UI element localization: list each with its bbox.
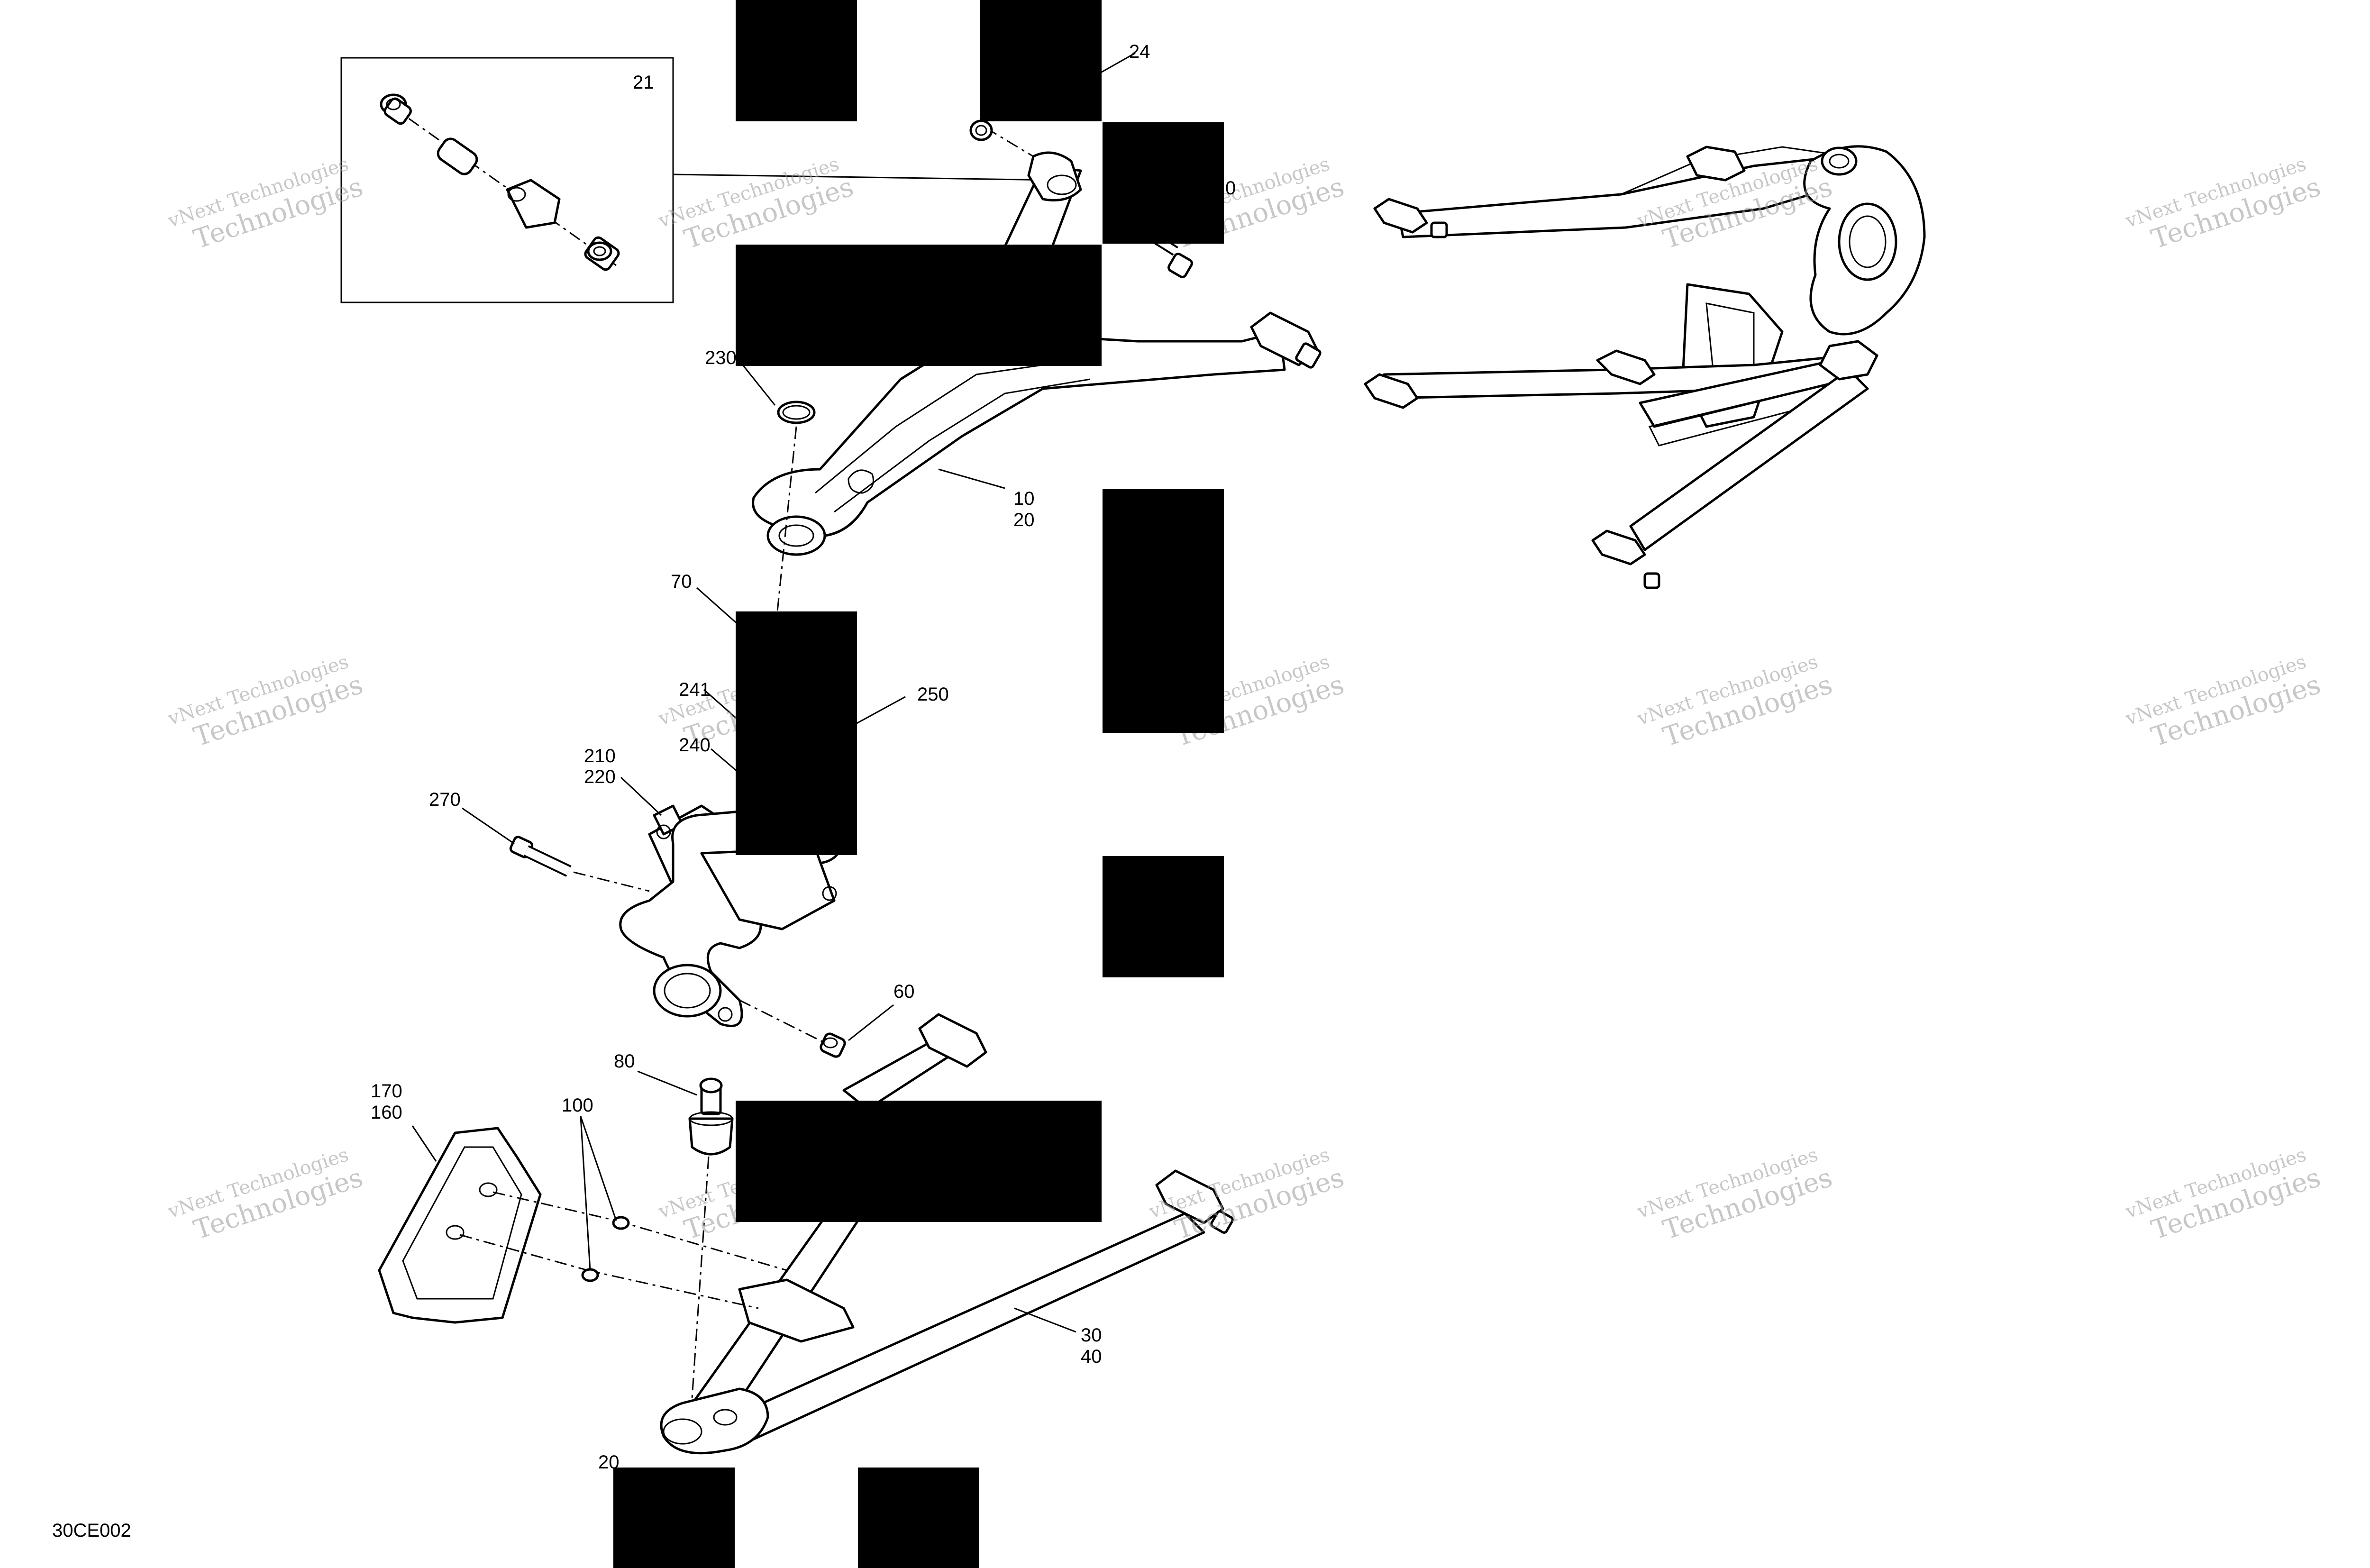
- redaction-block: [736, 245, 1102, 366]
- redaction-blocks: [613, 0, 1224, 1568]
- watermark: vNext Technologies Technologies: [2123, 153, 2324, 255]
- watermark: vNext Technologies Technologies: [2123, 1144, 2324, 1246]
- bolt-270-icon: [509, 836, 572, 877]
- bushing-icon: [380, 93, 412, 125]
- detail-inset-21: [340, 57, 1057, 303]
- skid-plate: [378, 1127, 787, 1324]
- bushing-24-icon: [969, 119, 993, 141]
- inset-axis: [388, 103, 617, 266]
- callout-30: 30: [1081, 1325, 1102, 1346]
- redaction-block: [980, 0, 1102, 121]
- redaction-block: [613, 1468, 735, 1568]
- spacer-icon: [506, 179, 561, 229]
- watermark: vNext Technologies Technologies: [165, 651, 366, 753]
- leader-lines: [411, 52, 1136, 1333]
- diagram-code: 30CE002: [52, 1520, 131, 1541]
- sleeve-icon: [437, 137, 478, 175]
- watermarks: vNext Technologies Technologies vNext Te…: [165, 153, 2324, 1246]
- callout-70: 70: [671, 571, 692, 592]
- callout-240: 240: [679, 735, 711, 756]
- inset-leader: [673, 173, 1057, 181]
- watermark: vNext Technologies Technologies: [2123, 651, 2324, 753]
- callout-40: 40: [1081, 1346, 1102, 1367]
- redaction-block: [1103, 122, 1224, 244]
- callout-100: 100: [562, 1095, 593, 1116]
- callout-210: 210: [584, 746, 616, 766]
- watermark: vNext Technologies Technologies: [165, 1144, 366, 1246]
- callout-24: 24: [1129, 41, 1150, 62]
- callout-10: 10: [1013, 488, 1035, 509]
- redaction-block: [736, 611, 857, 855]
- callout-230: 230: [705, 347, 737, 368]
- redaction-block: [736, 1101, 1102, 1222]
- watermark: vNext Technologies Technologies: [656, 153, 857, 255]
- bushing-icon: [584, 236, 620, 271]
- bushing-axis: [985, 127, 1034, 157]
- callout-220: 220: [584, 766, 616, 787]
- rear-pivot-housing: [1155, 1169, 1224, 1224]
- front-pivot-housing: [918, 1013, 987, 1068]
- a-arm-body: [752, 330, 1286, 538]
- callout-0: 0: [1225, 178, 1236, 199]
- hub-bore: [653, 964, 722, 1018]
- callout-20-bottom: 20: [598, 1452, 620, 1473]
- callout-241: 241: [679, 679, 711, 700]
- callout-21: 21: [633, 72, 654, 93]
- ball-joint-eye: [766, 515, 826, 556]
- callout-250: 250: [917, 684, 949, 705]
- nut-60-icon: [820, 1032, 846, 1058]
- ball-joint-axis: [776, 426, 797, 612]
- ball-joint-80-icon: [688, 1077, 734, 1399]
- callout-170: 170: [371, 1081, 402, 1102]
- callout-160: 160: [371, 1102, 402, 1123]
- inset-frame: [340, 57, 674, 303]
- redaction-block: [1103, 856, 1224, 977]
- watermark: vNext Technologies Technologies: [1634, 1144, 1836, 1246]
- fastener-icon: [612, 1216, 630, 1230]
- lower-a-arm: [660, 1013, 1234, 1455]
- redaction-block: [1103, 489, 1224, 733]
- redaction-block: [858, 1468, 979, 1568]
- knuckle: [573, 804, 846, 1044]
- shock-mount-bracket: [738, 1278, 855, 1343]
- callout-80: 80: [614, 1051, 635, 1072]
- redaction-block: [736, 0, 857, 121]
- callout-60: 60: [893, 981, 915, 1002]
- fastener-icon: [581, 1268, 599, 1282]
- watermark: vNext Technologies Technologies: [165, 153, 366, 255]
- callouts: 21 24 0 230 10 20 70 241 240 250 210 220…: [52, 41, 1236, 1541]
- assembled-view: [1364, 145, 1926, 589]
- callout-270: 270: [429, 789, 461, 810]
- watermark: vNext Technologies Technologies: [1634, 651, 1836, 753]
- callout-20: 20: [1013, 510, 1035, 530]
